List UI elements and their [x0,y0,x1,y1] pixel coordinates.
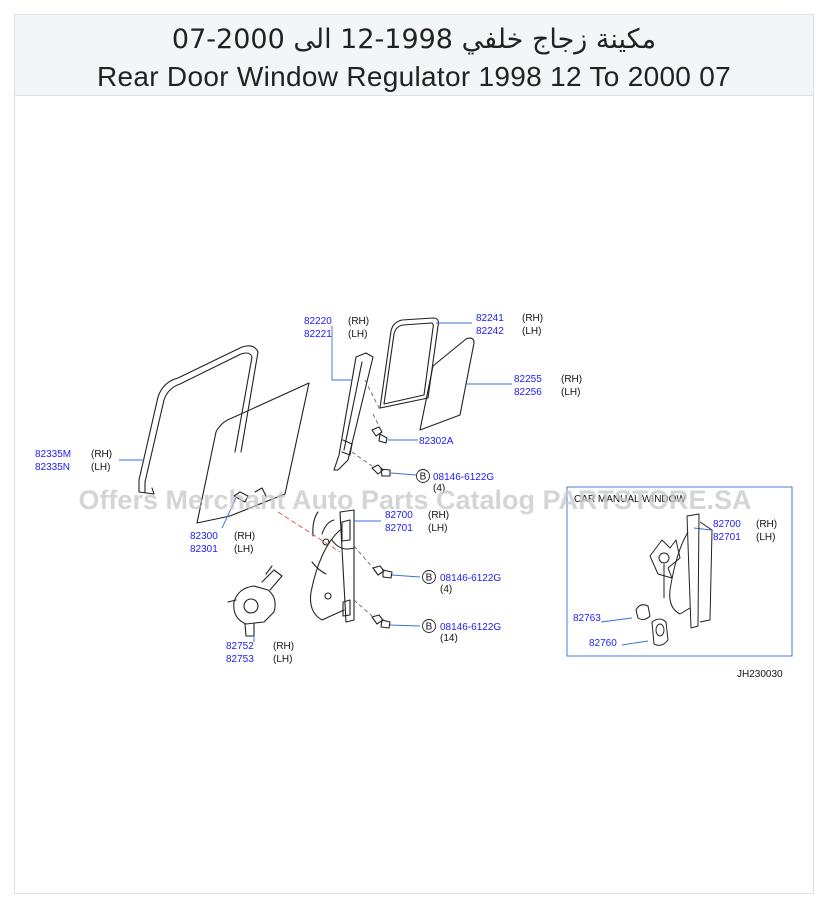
page-header: مكينة زجاج خلفي 1998-12 الى 2000-07 Rear… [15,15,813,96]
side-lh: (LH) [561,387,580,398]
motor-drawing [227,565,283,637]
sash-drawing [333,352,374,471]
part-number-82255[interactable]: 82255 [514,374,542,385]
side-rh: (RH) [348,316,369,327]
side-rh: (RH) [273,641,294,652]
callout-82255[interactable]: 82255 (RH) 82256 (LH) [514,374,582,398]
glass-run-channel-drawing [138,345,259,495]
callout-82752[interactable]: 82752 (RH) 82753 (LH) [226,641,294,665]
side-rh: (RH) [756,519,777,530]
watermark: Offers Merchant Auto Parts Catalog PARTS… [78,485,751,515]
inset-label: CAR MANUAL WINDOW [574,494,686,505]
quantity: (14) [440,633,458,644]
guide-dash-lines [351,379,382,617]
callout-inset-82700[interactable]: 82700 (RH) 82701 (LH) [713,519,777,543]
title-arabic: مكينة زجاج خلفي 1998-12 الى 2000-07 [171,24,657,55]
side-lh: (LH) [522,326,541,337]
part-number-08146-6122g[interactable]: 08146-6122G [433,472,494,483]
part-number-82241[interactable]: 82241 [476,313,504,324]
side-rh: (RH) [522,313,543,324]
part-number-82335n[interactable]: 82335N [35,462,70,473]
callout-82763[interactable]: 82763 [573,613,601,624]
part-number-82701[interactable]: 82701 [713,532,741,543]
side-lh: (LH) [428,523,447,534]
part-number-82300[interactable]: 82300 [190,531,218,542]
part-number-82242[interactable]: 82242 [476,326,504,337]
part-number-82752[interactable]: 82752 [226,641,254,652]
part-number-82700[interactable]: 82700 [385,510,413,521]
bolt-drawings [371,464,393,629]
part-number-82301[interactable]: 82301 [190,544,218,555]
bolt-badges: B B B [416,469,436,633]
callout-82302a[interactable]: 82302A [419,436,454,447]
callout-bolt-2[interactable]: 08146-6122G (4) [440,573,501,595]
part-number-08146-6122g[interactable]: 08146-6122G [440,573,501,584]
title-english: Rear Door Window Regulator 1998 12 To 20… [96,61,732,92]
callout-82700[interactable]: 82700 (RH) 82701 (LH) [385,510,449,534]
side-lh: (LH) [273,654,292,665]
side-lh: (LH) [91,462,110,473]
fixed-glass-drawing [419,337,475,431]
leader-lines [119,322,712,646]
side-lh: (LH) [348,329,367,340]
diagram-frame: مكينة زجاج خلفي 1998-12 الى 2000-07 Rear… [14,14,814,894]
callout-82335[interactable]: 82335M (RH) 82335N (LH) [35,449,112,473]
part-number-82220[interactable]: 82220 [304,316,332,327]
door-glass-drawing [196,382,310,524]
side-rh: (RH) [91,449,112,460]
callout-82300[interactable]: 82300 (RH) 82301 (LH) [190,531,255,555]
clip-drawing [371,426,388,444]
side-lh: (LH) [234,544,253,555]
badge-b-3-text: B [426,622,433,633]
callout-bolt-1[interactable]: 08146-6122G (4) [433,472,494,494]
part-number-82753[interactable]: 82753 [226,654,254,665]
callout-82241[interactable]: 82241 (RH) 82242 (LH) [476,313,543,337]
part-number-82701[interactable]: 82701 [385,523,413,534]
part-number-82700[interactable]: 82700 [713,519,741,530]
assembly-dash-lines [277,511,341,553]
badge-b-1 [416,469,430,483]
part-number-82760[interactable]: 82760 [589,638,617,649]
part-number-82256[interactable]: 82256 [514,387,542,398]
quarter-frame-drawing [379,317,439,409]
badge-b-3 [422,619,436,633]
manual-window-inset: CAR MANUAL WINDOW [566,486,793,657]
part-number-82335m[interactable]: 82335M [35,449,71,460]
callout-82760[interactable]: 82760 [589,638,617,649]
side-rh: (RH) [234,531,255,542]
callout-bolt-3[interactable]: 08146-6122G (14) [440,622,501,644]
part-number-08146-6122g[interactable]: 08146-6122G [440,622,501,633]
quantity: (4) [440,584,452,595]
quantity: (4) [433,483,445,494]
regulator-drawing [309,509,355,623]
part-number-82221[interactable]: 82221 [304,329,332,340]
side-rh: (RH) [561,374,582,385]
callout-82220[interactable]: 82220 (RH) 82221 (LH) [304,316,369,340]
badge-b-2 [422,570,436,584]
badge-b-1-text: B [420,472,427,483]
manual-regulator-drawing [635,513,713,646]
side-lh: (LH) [756,532,775,543]
part-number-82763[interactable]: 82763 [573,613,601,624]
side-rh: (RH) [428,510,449,521]
diagram-code: JH230030 [737,669,783,680]
badge-b-2-text: B [426,573,433,584]
part-number-82302a[interactable]: 82302A [419,436,454,447]
